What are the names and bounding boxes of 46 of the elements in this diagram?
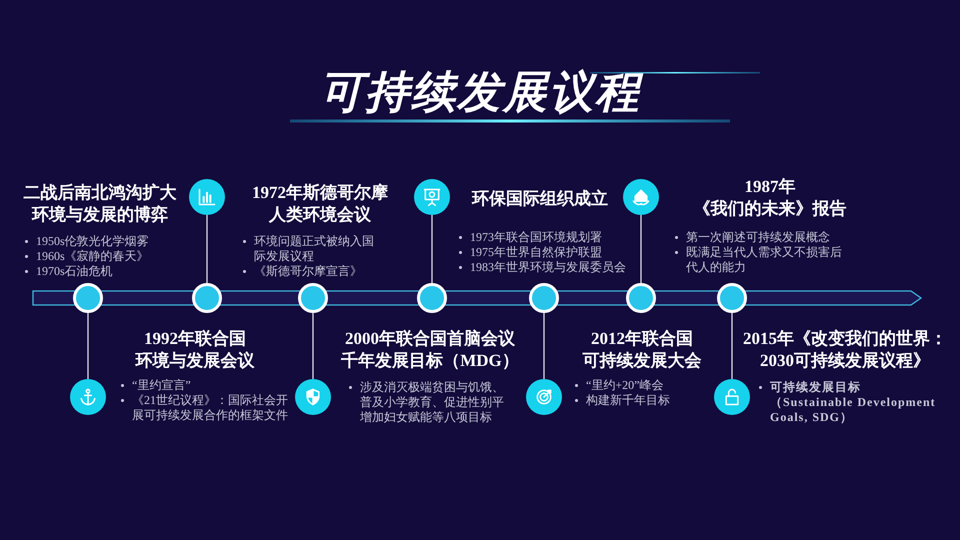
bullet-text: 1970s石油危机 [22,264,113,279]
bullet-text: 1950s伦敦光化学烟雾 [22,234,149,249]
bullet-text: 1973年联合国环境规划署 [456,230,602,245]
connector-line [312,313,314,379]
milestone-heading: 1992年联合国环境与发展会议 [136,328,254,372]
bullet-text: 1983年世界环境与发展委员会 [456,260,626,275]
shield-icon [295,379,331,415]
connector-line [543,313,545,379]
timeline-dot [529,283,559,313]
milestone-heading: 2000年联合国首脑会议千年发展目标（MDG） [341,328,519,372]
bullet-text: 第一次阐述可持续发展概念 [672,230,830,245]
milestone-heading: 1987年《我们的未来》报告 [694,176,846,220]
timeline-dot [626,283,656,313]
timeline-dot [417,283,447,313]
bullet-text: 1960s《寂静的春天》 [22,249,149,264]
bullet-text: 《21世纪议程》：国际社会开展可持续发展合作的框架文件 [118,393,288,423]
slide-title: 可持续发展议程 [319,66,641,120]
milestone-heading: 2012年联合国可持续发展大会 [582,328,702,372]
bullet-text: 可持续发展目标（Sustainable Development Goals, SDG） [756,380,936,425]
bullet-text: 构建新千年目标 [572,393,670,408]
anchor-icon [70,379,106,415]
timeline-dot [717,283,747,313]
house-leaf-icon [623,179,659,215]
bar-chart-icon [189,179,225,215]
milestone-heading: 环保国际组织成立 [472,188,608,210]
connector-line [206,215,208,283]
bullet-text: 环境问题正式被纳入国际发展议程 [240,234,374,264]
bullet-text: “里约+20”峰会 [572,378,664,393]
presentation-board-icon [414,179,450,215]
connector-line [640,215,642,283]
padlock-icon [714,379,750,415]
bullet-text: 1975年世界自然保护联盟 [456,245,602,260]
connector-line [431,215,433,283]
bullet-text: 涉及消灭极端贫困与饥饿、普及小学教育、促进性别平增加妇女赋能等八项目标 [346,380,504,425]
bullet-text: 既满足当代人需求又不损害后代人的能力 [672,245,842,275]
timeline-dot [192,283,222,313]
timeline-dot [298,283,328,313]
milestone-heading: 二战后南北鸿沟扩大环境与发展的博弈 [24,182,176,226]
bullet-text: “里约宣言” [118,378,191,393]
target-icon [526,379,562,415]
bullet-text: 《斯德哥尔摩宣言》 [240,264,362,279]
timeline-dot [73,283,103,313]
milestone-heading: 1972年斯德哥尔摩人类环境会议 [252,182,388,226]
connector-line [731,313,733,379]
connector-line [87,313,89,379]
milestone-heading: 2015年《改变我们的世界：2030可持续发展议程》 [743,328,947,372]
